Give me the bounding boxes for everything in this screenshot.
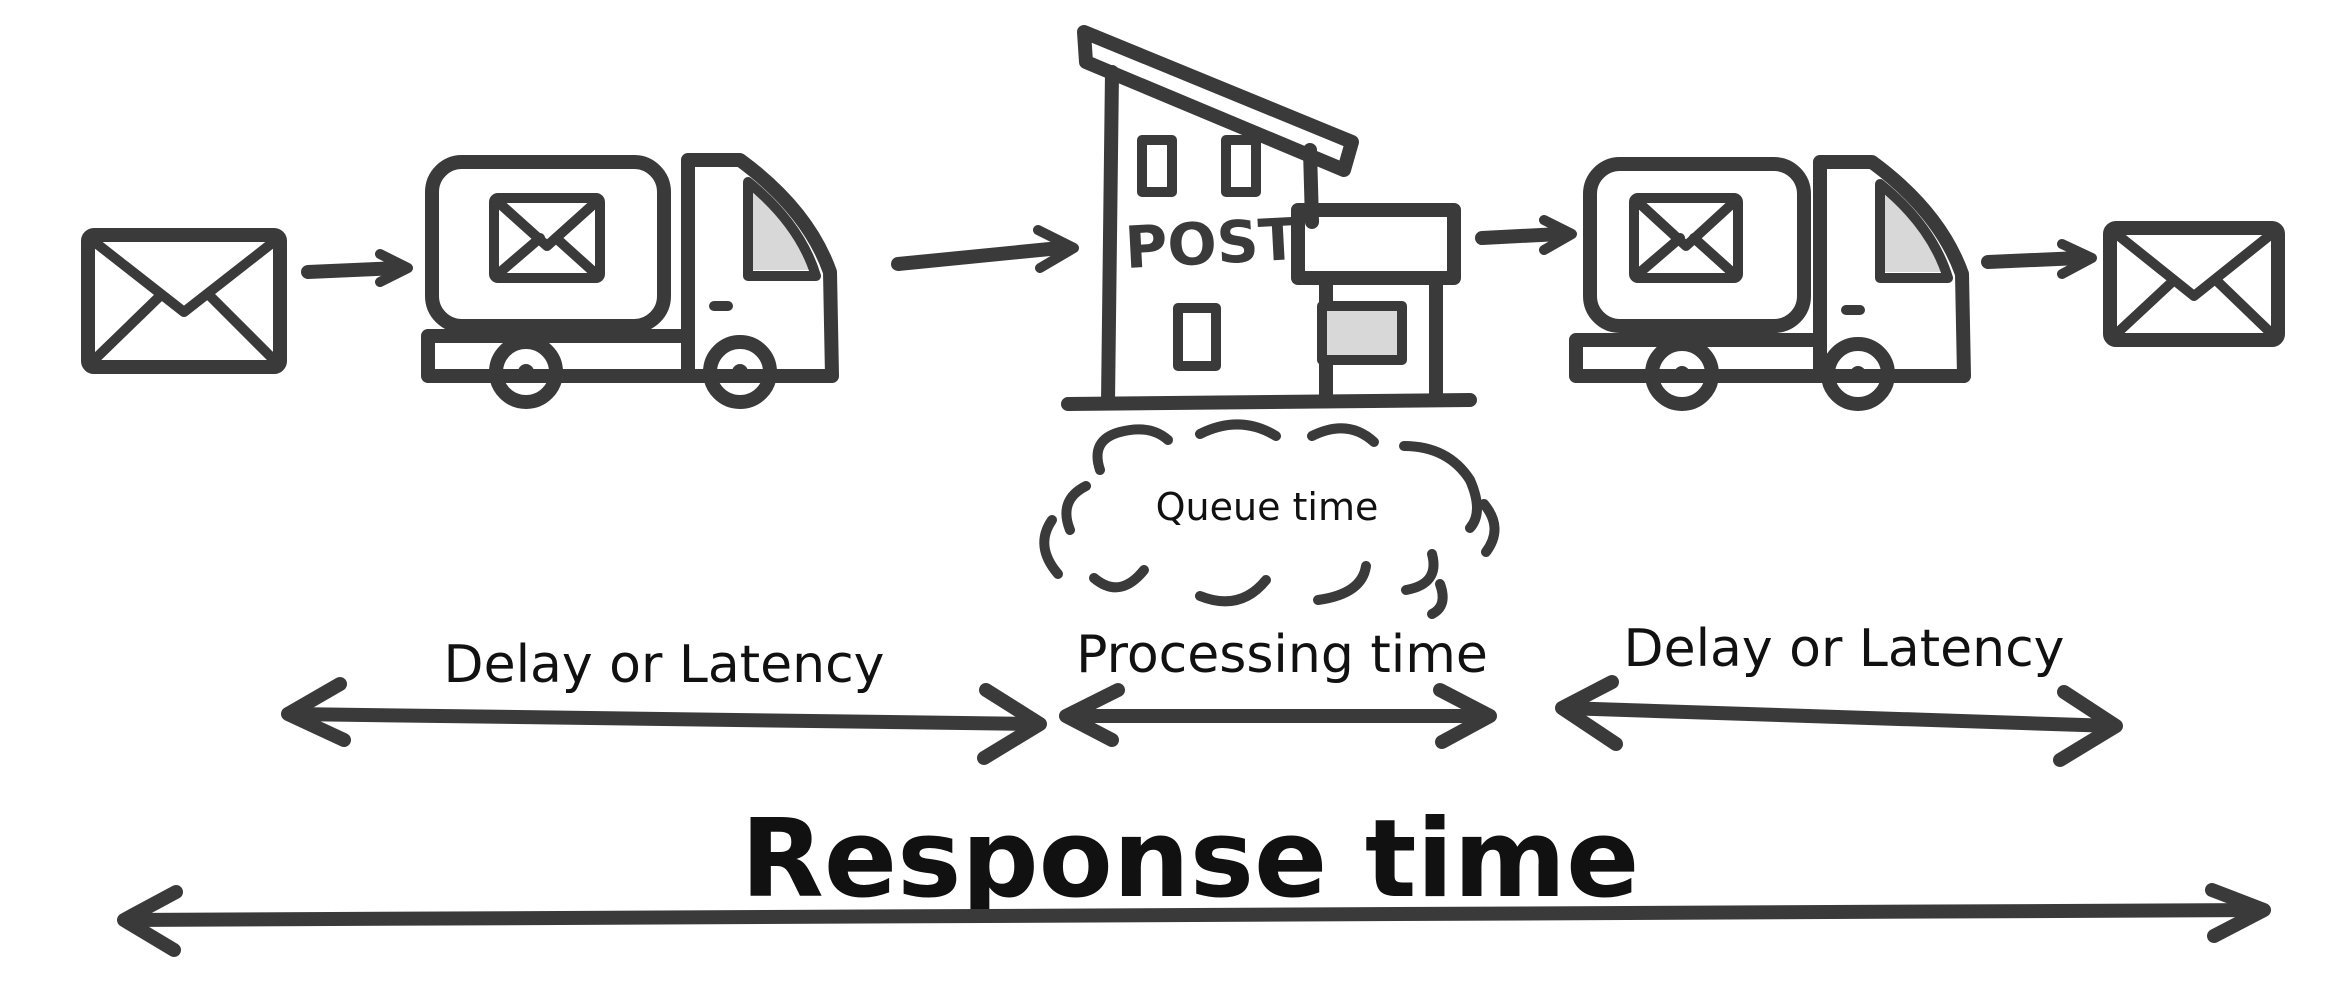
- response-time-arrow: [117, 883, 2271, 957]
- delay-left-arrow: [281, 677, 1047, 765]
- arrow-icon-2: [891, 225, 1079, 273]
- queue-time-label: Queue time: [1156, 485, 1379, 529]
- delay-right-label: Delay or Latency: [1624, 619, 2065, 679]
- arrow-icon-1: [301, 249, 413, 287]
- envelope-icon-start: [81, 228, 287, 374]
- processing-time-label: Processing time: [1076, 625, 1488, 685]
- envelope-icon-end: [2103, 221, 2285, 347]
- delay-right-arrow: [1555, 675, 2123, 767]
- mail-truck-icon-right: [1569, 155, 1971, 411]
- mail-truck-icon-left: [421, 153, 839, 409]
- post-office-icon: POST: [1061, 25, 1477, 411]
- delay-left-label: Delay or Latency: [444, 635, 885, 695]
- response-time-label: Response time: [741, 797, 1640, 922]
- arrow-icon-3: [1475, 215, 1577, 255]
- cloud-icon: Queue time: [1039, 419, 1500, 619]
- arrow-icon-4: [1981, 239, 2097, 279]
- processing-time-arrow: [1059, 683, 1497, 749]
- post-sign: POST: [1123, 205, 1300, 282]
